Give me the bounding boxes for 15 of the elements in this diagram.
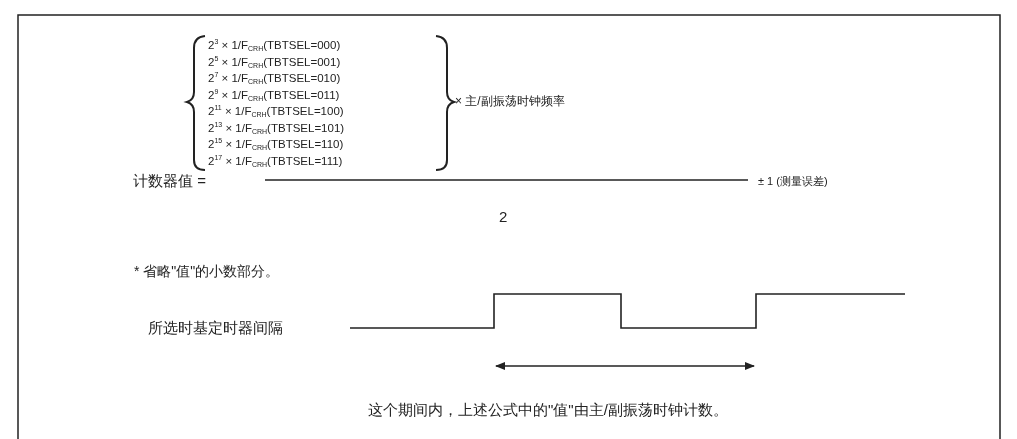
period-note: 这个期间内，上述公式中的"值"由主/副振荡时钟计数。 bbox=[368, 402, 728, 417]
denominator: 2 bbox=[499, 209, 508, 224]
formula-term: 2$^{5}$ × 1/F$_{CRH}$(TBTSEL=001) bbox=[208, 54, 341, 69]
signal-label: 所选时基定时器间隔 bbox=[148, 320, 283, 335]
error-term: ± 1 (测量误差) bbox=[758, 176, 828, 187]
formula-term: 2$^{13}$ × 1/F$_{CRH}$(TBTSEL=101) bbox=[208, 120, 345, 135]
formula-term: 2$^{3}$ × 1/F$_{CRH}$(TBTSEL=000) bbox=[208, 38, 341, 52]
formula-lhs: 计数器值 = bbox=[133, 173, 206, 188]
formula-term: 2$^{11}$ × 1/F$_{CRH}$(TBTSEL=100) bbox=[208, 104, 344, 118]
formula-term: 2$^{7}$ × 1/F$_{CRH}$(TBTSEL=010) bbox=[208, 71, 341, 85]
formula-term: 2$^{9}$ × 1/F$_{CRH}$(TBTSEL=011) bbox=[208, 87, 340, 102]
formula-term: 2$^{15}$ × 1/F$_{CRH}$(TBTSEL=110) bbox=[208, 137, 344, 151]
formula-factor: × 主/副振荡时钟频率 bbox=[455, 95, 565, 107]
formula-term: 2$^{17}$ × 1/F$_{CRH}$(TBTSEL=111) bbox=[208, 153, 343, 168]
footnote: * 省略"值"的小数部分。 bbox=[134, 264, 280, 278]
